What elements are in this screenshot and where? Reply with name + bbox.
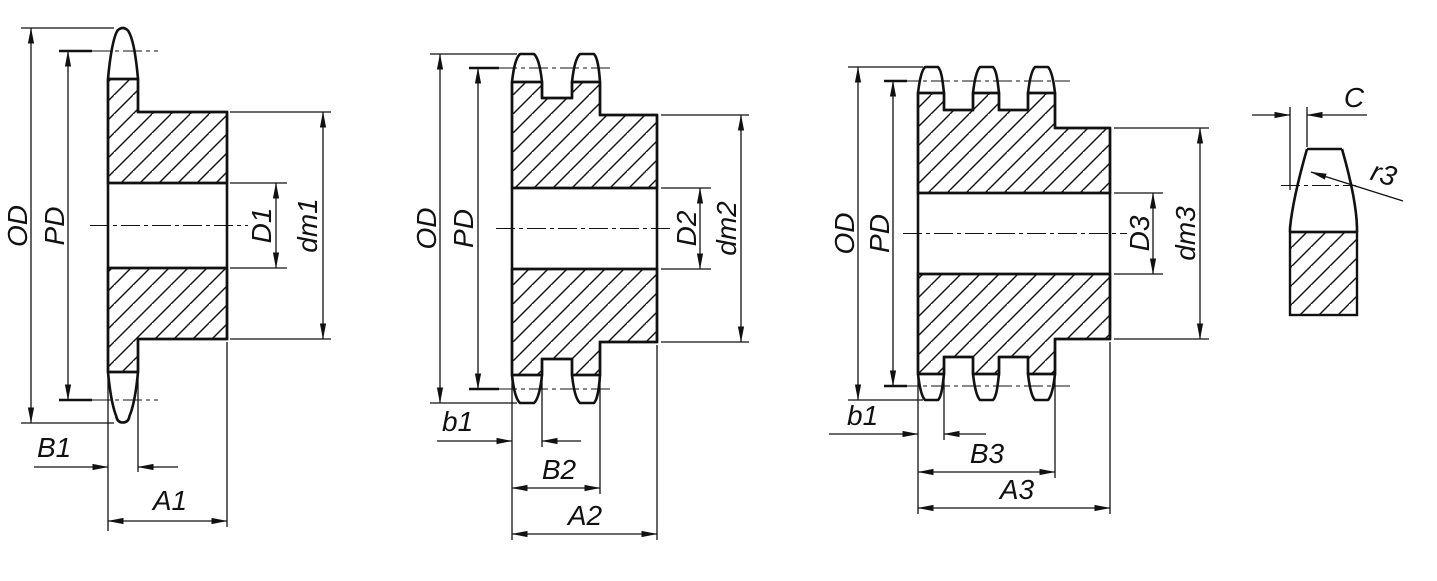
od-label: OD (2, 205, 33, 247)
bore-label: D2 (671, 210, 702, 246)
single-tooth-width-dimension: b1 (829, 376, 986, 440)
tooth-width-dimension: B1 (34, 373, 178, 531)
hub-diameter-dimension: dm1 (230, 111, 331, 340)
hatch-upper-section (916, 91, 1112, 195)
radius-callout: r3 (1310, 155, 1404, 202)
tooth-label: b1 (442, 406, 473, 437)
sprocket-triple-view: OD PD D3 dm3 b1 B3 (829, 65, 1209, 514)
hub-label: dm2 (711, 201, 742, 256)
chamfer-label: C (1344, 82, 1365, 113)
od-label: OD (411, 208, 442, 250)
centerline (900, 80, 1127, 387)
radius-label: r3 (1367, 155, 1400, 192)
pd-label: PD (864, 214, 895, 253)
chamfer-dimension: C (1252, 82, 1367, 190)
od-dimension: OD (411, 53, 517, 404)
hatch-lower-section (510, 267, 659, 377)
width-label: B1 (37, 432, 71, 463)
bore-dimension: D3 (1114, 192, 1163, 275)
teeth-span-dimension: B2 (511, 377, 601, 494)
pd-label: PD (448, 209, 479, 248)
teeth-span-dimension: B3 (917, 376, 1056, 478)
pd-label: PD (39, 207, 70, 246)
overall-label: A1 (151, 485, 187, 516)
centerline (496, 67, 674, 390)
centerline (90, 50, 248, 401)
od-dimension: OD (829, 66, 923, 401)
tooth-profile-detail: C r3 (1252, 82, 1404, 317)
overall-width-dimension: A1 (107, 342, 228, 527)
overall-label: A3 (998, 474, 1035, 505)
hatch-upper-section (510, 80, 659, 190)
width-label: B2 (542, 454, 577, 485)
overall-label: A2 (566, 500, 603, 531)
width-label: B3 (970, 438, 1005, 469)
pd-dimension: PD (864, 79, 907, 388)
sprocket-double-view: OD PD D2 dm2 b1 B2 (411, 52, 749, 540)
overall-width-dimension: A2 (511, 345, 658, 540)
tooth-label: b1 (847, 400, 878, 431)
od-dimension: OD (2, 27, 114, 424)
overall-width-dimension: A3 (917, 342, 1111, 514)
pd-dimension: PD (448, 66, 499, 391)
single-tooth-width-dimension: b1 (437, 377, 581, 447)
bore-label: D1 (246, 208, 277, 244)
hub-label: dm3 (1170, 206, 1201, 261)
od-label: OD (829, 213, 860, 255)
bore-dimension: D1 (230, 182, 287, 269)
hatch-lower-section (916, 272, 1112, 376)
bore-label: D3 (1124, 215, 1155, 251)
hatch-rim-section (1288, 230, 1359, 317)
hub-label: dm1 (292, 198, 323, 252)
hatch-upper-section (106, 77, 229, 185)
sprocket-single-view: OD PD D1 dm1 B1 A1 (2, 26, 331, 531)
hub-diameter-dimension: dm2 (661, 114, 749, 343)
pd-dimension: PD (39, 49, 92, 402)
tooth-outline (1288, 147, 1359, 234)
bore-dimension: D2 (661, 187, 711, 270)
hub-diameter-dimension: dm3 (1114, 127, 1209, 340)
hatch-lower-section (106, 266, 229, 374)
